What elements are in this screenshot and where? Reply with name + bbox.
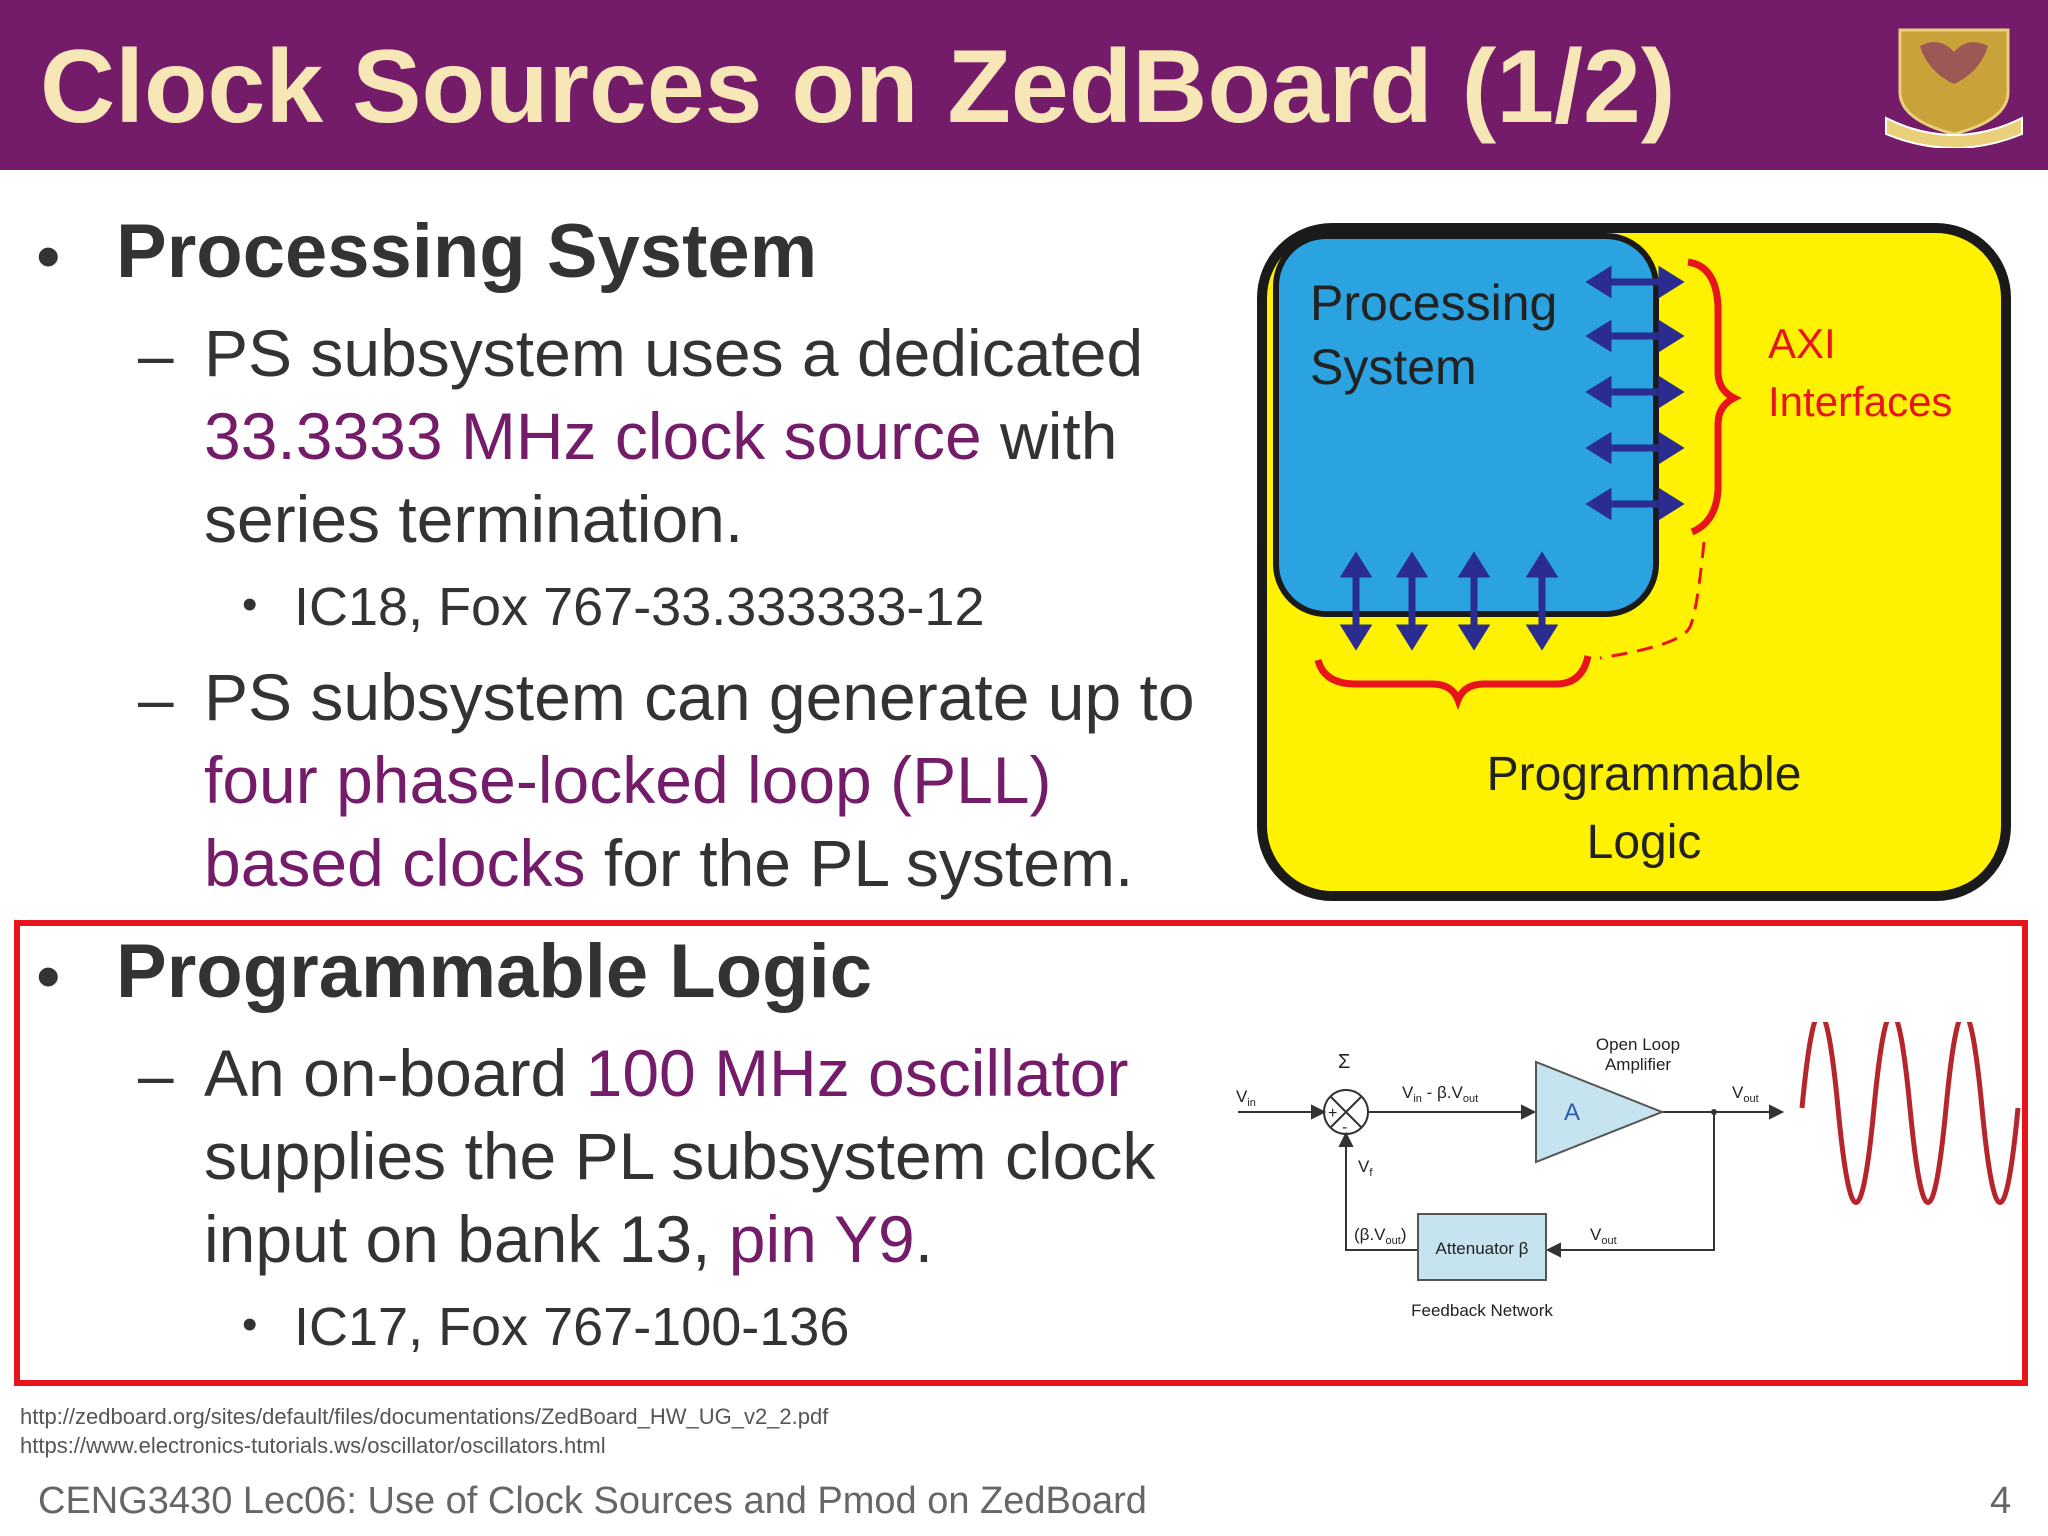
pl-oscillator-text: An on-board 100 MHz oscillator supplies … xyxy=(204,1032,1224,1281)
feedback-network-label: Feedback Network xyxy=(1411,1301,1553,1320)
reference-link[interactable]: https://www.electronics-tutorials.ws/osc… xyxy=(20,1433,606,1458)
sum-out-label: Vin - β.Vout xyxy=(1402,1083,1478,1105)
section-heading-programmable-logic: Programmable Logic xyxy=(116,929,872,1014)
dash-marker: – xyxy=(138,1039,174,1111)
axi-vertical-arrows xyxy=(1339,551,1559,651)
vf-label: Vf xyxy=(1358,1157,1373,1179)
pll-highlight: four phase-locked loop (PLL) based clock… xyxy=(204,743,1052,900)
ps-clock-source-text: PS subsystem uses a dedicated 33.3333 MH… xyxy=(204,312,1204,561)
highlight-box-programmable-logic xyxy=(14,920,2028,1386)
attenuator-label: Attenuator β xyxy=(1436,1239,1529,1258)
reference-link[interactable]: http://zedboard.org/sites/default/files/… xyxy=(20,1404,829,1429)
oscillator-feedback-diagram: Σ Vin Vin - β.Vout Open Loop Amplifier V… xyxy=(1236,1022,2021,1320)
pl-label-1: Programmable xyxy=(1487,748,1802,801)
sub-bullet-dot: • xyxy=(242,1300,258,1349)
pl-label-2: Logic xyxy=(1587,816,1702,869)
ps-text-a: PS subsystem uses a dedicated xyxy=(204,316,1144,390)
pll-text-a: PS subsystem can generate up to xyxy=(204,660,1195,734)
vout2-label: Vout xyxy=(1590,1225,1617,1247)
sub-bullet-dot: • xyxy=(242,580,258,629)
vin-label: Vin xyxy=(1236,1087,1256,1109)
amp-label-2: Amplifier xyxy=(1605,1055,1671,1074)
amplifier-triangle xyxy=(1535,1060,1665,1164)
osc-pin-highlight: pin Y9 xyxy=(728,1202,915,1276)
bullet-dot: • xyxy=(36,937,61,1015)
ps-text-b: with series termination. xyxy=(204,399,1118,556)
bullet-dot: • xyxy=(36,217,61,295)
osc-text-c: , xyxy=(692,1202,729,1276)
pll-text-b: for the PL system. xyxy=(585,826,1134,900)
slide-title: Clock Sources on ZedBoard (1/2) xyxy=(40,29,1676,145)
ps-pll-text: PS subsystem can generate up to four pha… xyxy=(204,656,1204,905)
pl-ic17-part: IC17, Fox 767-100-136 xyxy=(294,1297,850,1357)
footer-course-title: CENG3430 Lec06: Use of Clock Sources and… xyxy=(38,1480,1147,1522)
dash-marker: – xyxy=(138,319,174,391)
osc-text-b: supplies the PL subsystem clock input on… xyxy=(204,1119,1156,1276)
minus-sign: - xyxy=(1342,1119,1347,1136)
feedback-in-label: (β.Vout) xyxy=(1354,1225,1406,1247)
amp-label-1: Open Loop xyxy=(1596,1035,1680,1054)
plus-sign: + xyxy=(1328,1105,1337,1122)
attenuator-block xyxy=(1417,1213,1547,1281)
axi-right-brace xyxy=(1687,258,1742,536)
ps-clock-highlight: 33.3333 MHz clock source xyxy=(204,399,982,473)
title-bar: Clock Sources on ZedBoard (1/2) xyxy=(0,0,2048,170)
axi-label-1: AXI xyxy=(1768,320,1836,367)
ps-block xyxy=(1273,233,1659,617)
university-crest-logo xyxy=(1885,28,2023,148)
sigma-label: Σ xyxy=(1338,1051,1350,1073)
references: http://zedboard.org/sites/default/files/… xyxy=(20,1402,828,1460)
axi-bottom-brace xyxy=(1314,655,1592,710)
section-heading-processing-system: Processing System xyxy=(116,209,818,294)
axi-horizontal-arrows xyxy=(1585,265,1685,521)
osc-text-a: An on-board xyxy=(204,1036,586,1110)
amplifier-symbol: A xyxy=(1564,1099,1580,1126)
dash-marker: – xyxy=(138,663,174,735)
page-number: 4 xyxy=(1990,1480,2012,1522)
ps-ic18-part: IC18, Fox 767-33.333333-12 xyxy=(294,577,985,637)
axi-label-2: Interfaces xyxy=(1768,378,1952,425)
output-sine-wave xyxy=(1799,1022,2021,1205)
vout-label: Vout xyxy=(1732,1083,1759,1105)
zynq-ps-pl-diagram: Processing System AXI Interfaces Program… xyxy=(1257,223,2011,901)
osc-text-d: . xyxy=(914,1202,934,1276)
ps-label-1: Processing xyxy=(1310,275,1557,331)
ps-label-2: System xyxy=(1310,339,1477,395)
osc-100mhz-highlight: 100 MHz oscillator xyxy=(585,1036,1129,1110)
axi-connector-dashes xyxy=(1599,541,1706,660)
